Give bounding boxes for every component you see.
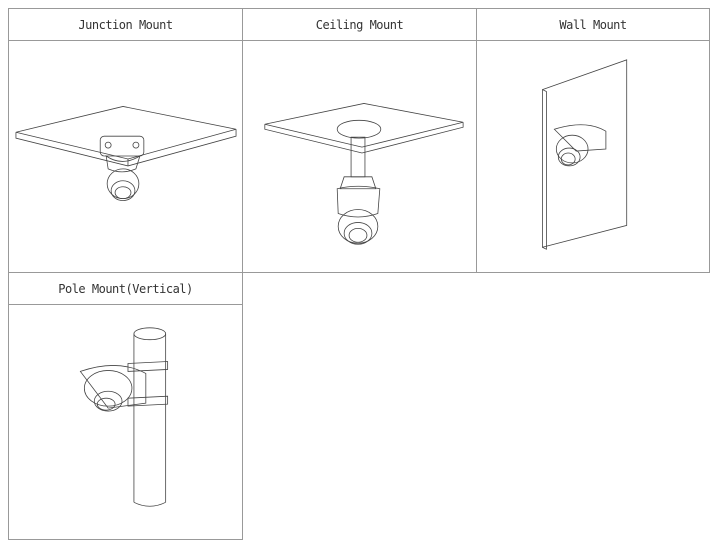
pole-mount-illustration [9, 304, 242, 539]
ceiling-mount-illustration [243, 40, 476, 272]
junction-mount-cell: Junction Mount [8, 8, 243, 273]
mount-title: Ceiling Mount [243, 9, 476, 41]
wall-mount-illustration [477, 40, 709, 272]
mount-title: Pole Mount(Vertical) [9, 273, 242, 305]
mount-title: Junction Mount [9, 9, 242, 41]
ceiling-mount-cell: Ceiling Mount [242, 8, 477, 273]
wall-mount-cell: Wall Mount [476, 8, 710, 273]
junction-mount-illustration [9, 40, 242, 272]
pole-mount-vertical-cell: Pole Mount(Vertical) [8, 272, 243, 540]
mount-title: Wall Mount [477, 9, 709, 41]
